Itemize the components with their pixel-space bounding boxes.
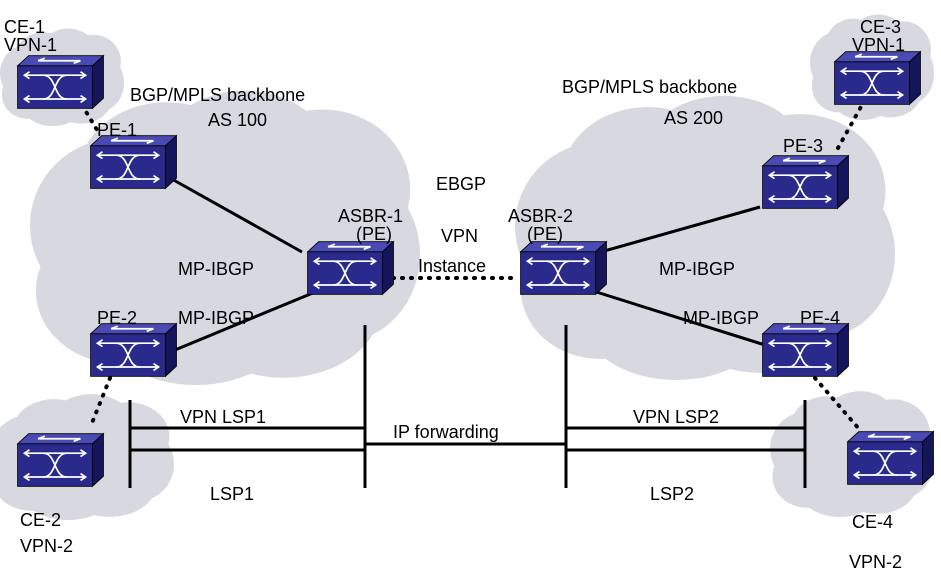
router-pe4[interactable] <box>761 322 850 378</box>
label-mpibgp-left-upper: MP-IBGP <box>178 259 254 279</box>
router-asbr1[interactable] <box>306 240 395 296</box>
label-asbr2: ASBR-2 <box>508 206 573 226</box>
label-backbone-left: BGP/MPLS backbone <box>130 85 305 105</box>
router-ce4[interactable] <box>846 430 935 486</box>
label-instance: Instance <box>418 256 486 276</box>
label-ce1: CE-1 <box>4 17 45 37</box>
label-ebgp: EBGP <box>436 174 486 194</box>
router-switch-icon <box>761 154 850 210</box>
router-switch-icon <box>89 322 178 378</box>
label-vpn: VPN <box>441 226 478 246</box>
router-ce3[interactable] <box>833 50 922 106</box>
label-ce2-vpn: VPN-2 <box>20 536 73 556</box>
label-vpn-lsp2: VPN LSP2 <box>633 407 719 427</box>
label-lsp2: LSP2 <box>650 484 694 504</box>
dotted-link-ce1-pe1 <box>80 103 102 137</box>
router-pe1[interactable] <box>89 134 178 190</box>
label-pe1: PE-1 <box>97 120 137 140</box>
router-switch-icon <box>306 240 395 296</box>
label-mpibgp-right-upper: MP-IBGP <box>659 259 735 279</box>
label-ce1-vpn: VPN-1 <box>4 35 57 55</box>
label-pe3: PE-3 <box>783 136 823 156</box>
label-lsp1: LSP1 <box>210 484 254 504</box>
router-switch-icon <box>89 134 178 190</box>
link-asbr2-pe4 <box>589 288 766 347</box>
label-pe4: PE-4 <box>800 308 840 328</box>
label-asbr1: ASBR-1 <box>338 206 403 226</box>
label-ce3: CE-3 <box>860 17 901 37</box>
link-pe2-asbr1 <box>174 288 321 352</box>
router-switch-icon <box>846 430 935 486</box>
label-pe2: PE-2 <box>97 308 137 328</box>
router-switch-icon <box>761 322 850 378</box>
router-switch-icon <box>16 432 105 488</box>
label-ce4: CE-4 <box>852 512 893 532</box>
router-switch-icon <box>519 240 608 296</box>
router-asbr2[interactable] <box>519 240 608 296</box>
dotted-link-pe2-ce2 <box>88 376 112 430</box>
link-pe1-asbr1 <box>169 176 303 254</box>
label-asbr2-pe: (PE) <box>527 224 563 244</box>
router-ce1[interactable] <box>16 54 105 110</box>
label-ip-forwarding: IP forwarding <box>393 422 499 442</box>
dotted-link-pe4-ce4 <box>813 376 862 432</box>
label-backbone-right: BGP/MPLS backbone <box>562 77 737 97</box>
router-switch-icon <box>16 54 105 110</box>
label-mpibgp-right-lower: MP-IBGP <box>683 308 759 328</box>
router-switch-icon <box>833 50 922 106</box>
label-asbr1-pe: (PE) <box>356 224 392 244</box>
label-mpibgp-left-lower: MP-IBGP <box>178 308 254 328</box>
dotted-link-pe3-ce3 <box>836 103 864 150</box>
link-asbr2-pe3 <box>589 205 761 257</box>
label-ce2: CE-2 <box>20 510 61 530</box>
label-as-right: AS 200 <box>664 108 723 128</box>
label-ce3-vpn: VPN-1 <box>852 35 905 55</box>
router-pe2[interactable] <box>89 322 178 378</box>
label-vpn-lsp1: VPN LSP1 <box>180 407 266 427</box>
label-as-left: AS 100 <box>208 110 267 130</box>
router-pe3[interactable] <box>761 154 850 210</box>
router-ce2[interactable] <box>16 432 105 488</box>
label-ce4-vpn: VPN-2 <box>849 552 902 572</box>
